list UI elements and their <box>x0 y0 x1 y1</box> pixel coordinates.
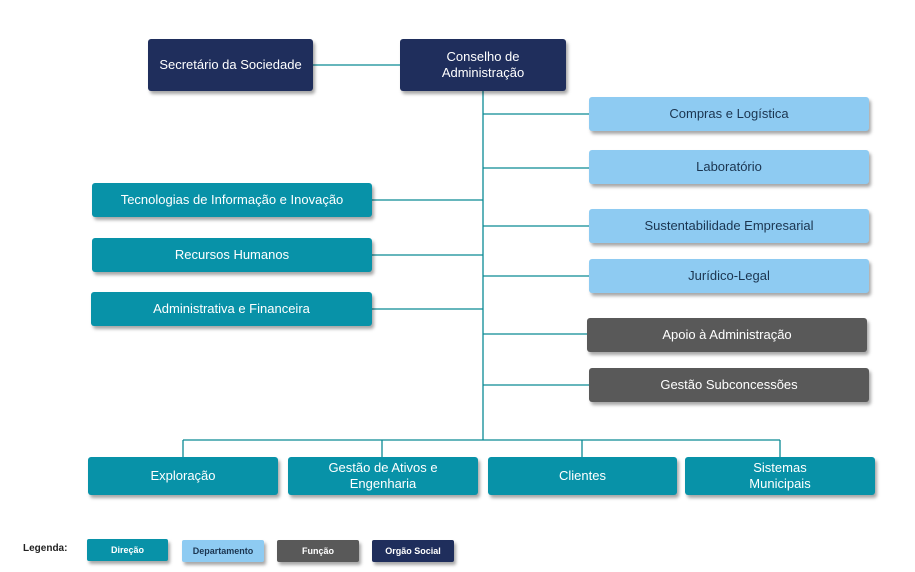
box-recursos-humanos: Recursos Humanos <box>92 238 372 272</box>
box-compras-logistica: Compras e Logística <box>589 97 869 131</box>
box-apoio-administracao: Apoio à Administração <box>587 318 867 352</box>
box-juridico-legal: Jurídico-Legal <box>589 259 869 293</box>
box-exploracao: Exploração <box>88 457 278 495</box>
box-tecnologias-informacao: Tecnologias de Informação e Inovação <box>92 183 372 217</box>
legend-departamento: Departamento <box>182 540 264 562</box>
box-laboratorio: Laboratório <box>589 150 869 184</box>
box-gestao-subconcessoes: Gestão Subconcessões <box>589 368 869 402</box>
legend-funcao: Função <box>277 540 359 562</box>
box-administrativa-financeira: Administrativa e Financeira <box>91 292 372 326</box>
box-secretario-sociedade: Secretário da Sociedade <box>148 39 313 91</box>
legend-label: Legenda: <box>23 543 68 554</box>
box-sistemas-municipais: Sistemas Municipais <box>685 457 875 495</box>
box-gestao-ativos-engenharia: Gestão de Ativos e Engenharia <box>288 457 478 495</box>
box-clientes: Clientes <box>488 457 677 495</box>
box-sustentabilidade-empresarial: Sustentabilidade Empresarial <box>589 209 869 243</box>
box-conselho-administracao: Conselho de Administração <box>400 39 566 91</box>
legend-orgao-social: Orgão Social <box>372 540 454 562</box>
legend-direcao: Direção <box>87 539 168 561</box>
